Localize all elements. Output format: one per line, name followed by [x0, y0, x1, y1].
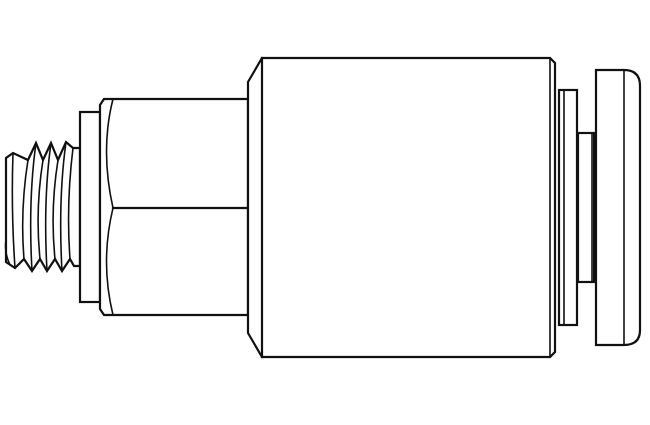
hex-nut [98, 97, 250, 317]
release-collet [594, 68, 642, 347]
inner-sleeve [576, 131, 596, 284]
main-body [246, 56, 557, 359]
male-thread [4, 140, 82, 274]
retaining-ring [557, 88, 579, 327]
thread-collar [78, 110, 102, 304]
